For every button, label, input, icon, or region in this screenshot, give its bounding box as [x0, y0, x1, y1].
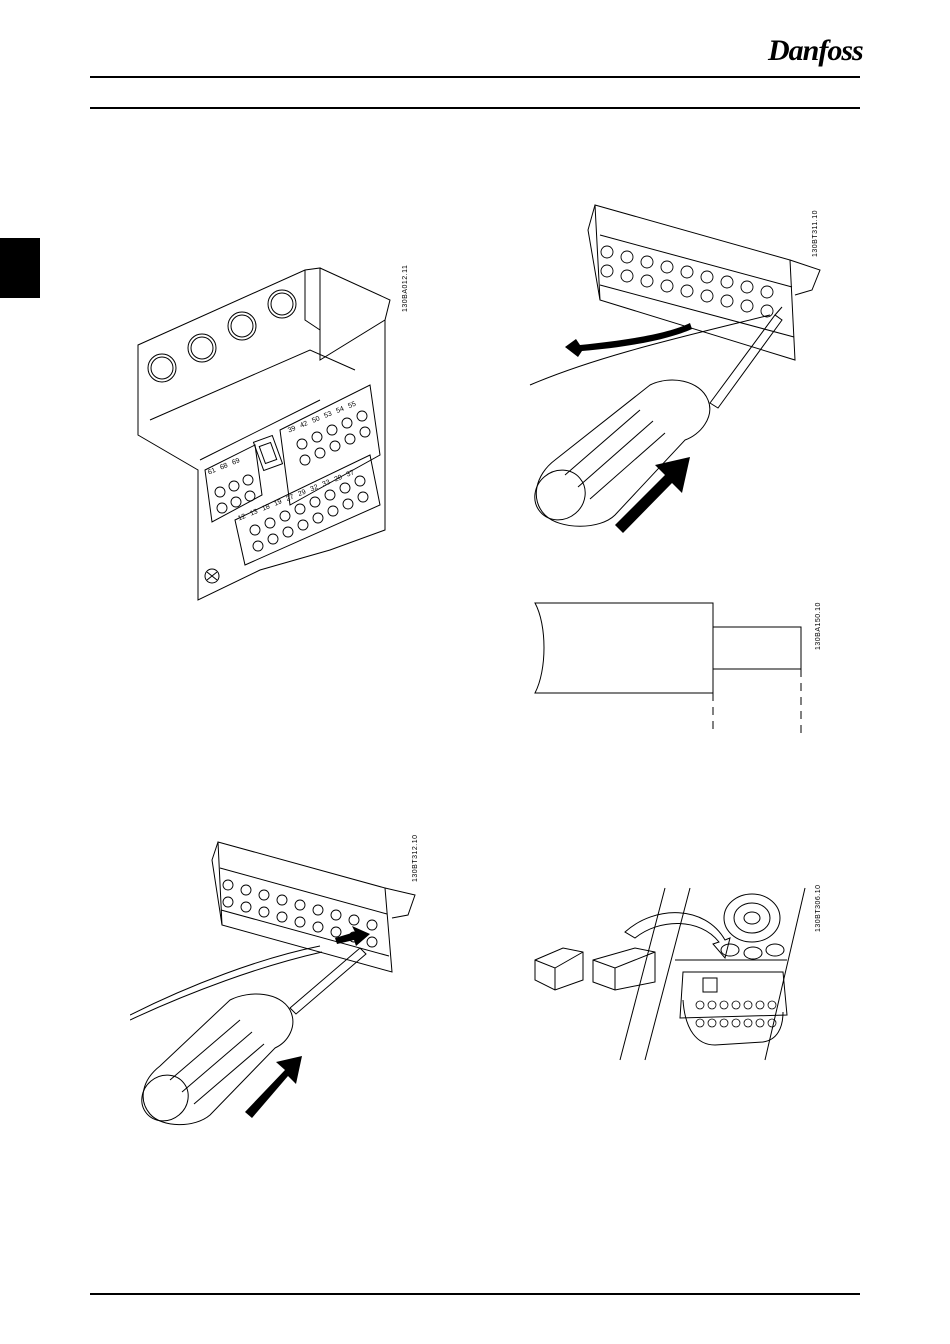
- figure-code: 130BA150.10: [815, 602, 822, 650]
- terminal-label-upper: 55: [347, 401, 357, 410]
- danfoss-logo: Danfoss: [768, 34, 863, 68]
- figure-code: 130BT311.10: [812, 210, 819, 257]
- chapter-tab: [0, 238, 40, 298]
- terminal-label-lower: 27: [285, 494, 295, 503]
- terminal-label-upper: 54: [335, 406, 345, 415]
- terminal-label-lower: 32: [309, 484, 319, 493]
- terminals-drawing: 39 42 50 53 54 55 61 68 69 12 13 18 19 2…: [130, 260, 420, 610]
- terminal-label-lower: 18: [261, 503, 271, 512]
- header-rule-top: [90, 76, 860, 78]
- terminal-label-lower: 20: [333, 474, 343, 483]
- terminal-label-lower: 19: [273, 498, 283, 507]
- terminal-label-left: 69: [231, 457, 241, 466]
- terminal-label-upper: 53: [323, 410, 333, 419]
- figure-code: 130BT306.10: [815, 884, 822, 932]
- figure-code: 130BA012.11: [402, 265, 409, 312]
- open-clamp-drawing: [520, 195, 830, 545]
- terminal-label-left: 61: [207, 467, 217, 476]
- figure-open-clamp: 130BT311.10: [520, 195, 830, 545]
- plug-block-drawing: [525, 880, 835, 1070]
- terminal-label-left: 68: [219, 462, 229, 471]
- terminal-label-lower: 33: [321, 479, 331, 488]
- terminal-label-upper: 39: [287, 425, 297, 434]
- insert-wire-drawing: [130, 830, 430, 1130]
- terminal-label-upper: 42: [299, 420, 309, 429]
- figure-plug-block: 130BT306.10: [525, 880, 835, 1070]
- figure-strip-wire: 130BA150.10: [525, 595, 835, 740]
- terminal-label-lower: 37: [346, 469, 356, 478]
- figure-control-terminals: 39 42 50 53 54 55 61 68 69 12 13 18 19 2…: [130, 260, 420, 610]
- figure-insert-wire: 130BT312.10: [130, 830, 430, 1130]
- header-rule-bottom: [90, 107, 860, 109]
- terminal-label-upper: 50: [311, 415, 321, 424]
- figure-code: 130BT312.10: [412, 834, 419, 882]
- strip-wire-drawing: [525, 595, 835, 740]
- footer-rule: [90, 1293, 860, 1295]
